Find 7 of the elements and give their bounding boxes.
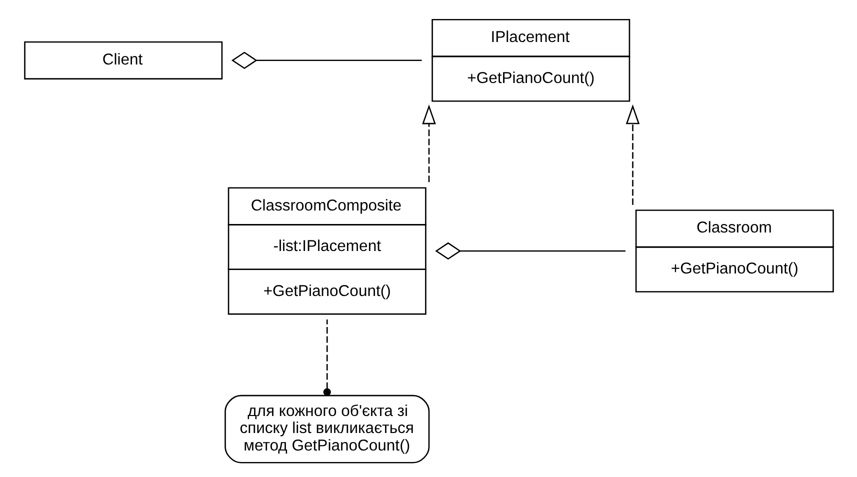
arrow: [625, 104, 640, 205]
node-box: для кожного об'єкта зі списку list викликається метод GetPianoCount(): [224, 394, 430, 464]
arrow: [422, 104, 436, 182]
connector: [230, 52, 422, 70]
node-box: Client: [24, 41, 222, 80]
connector: [434, 242, 625, 260]
connector: [322, 319, 330, 396]
